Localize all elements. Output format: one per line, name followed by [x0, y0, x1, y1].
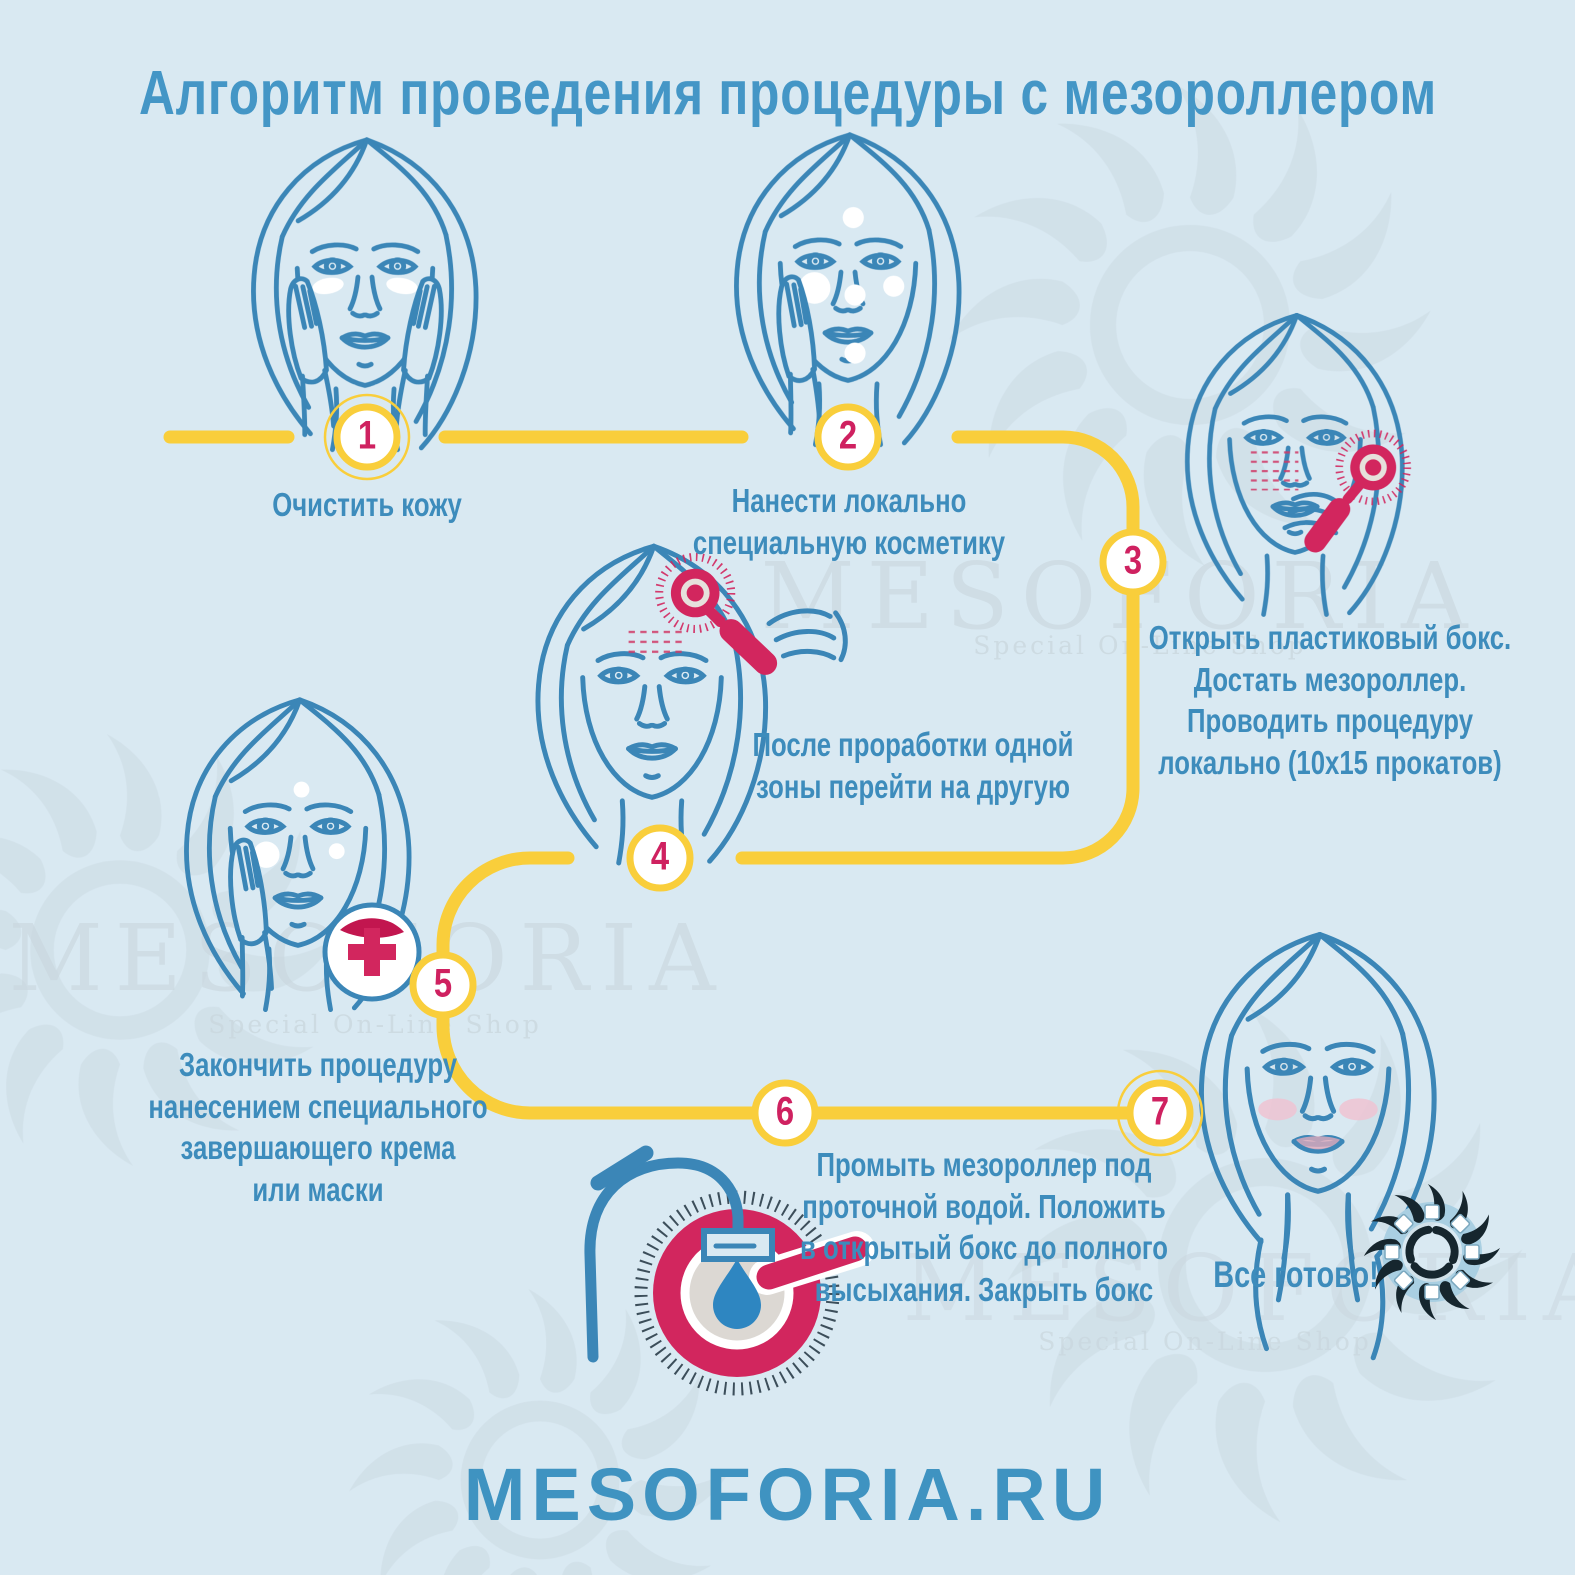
step-number-3: 3: [1123, 538, 1143, 583]
step-5-illustration-final-cream: [186, 700, 419, 1010]
node-6: [751, 1079, 819, 1147]
water-drop-icon: [713, 1259, 761, 1329]
site-url-link[interactable]: MESOFORIA.RU: [463, 1453, 1112, 1536]
node-5: [409, 951, 477, 1019]
mesoroller-icon: [1304, 433, 1407, 553]
mesoroller-icon: [659, 557, 778, 675]
cream-plus-badge-icon: [325, 905, 419, 999]
step-number-4: 4: [650, 834, 670, 879]
step-label-6: Промыть мезороллер под проточной водой. …: [799, 1146, 1169, 1308]
step-label-4: После проработки одной зоны перейти на д…: [752, 726, 1074, 805]
node-1: [333, 403, 401, 471]
route-nodes: [323, 393, 1204, 1157]
step-3-illustration-roller-cheek: [1187, 315, 1407, 614]
step-label-3: Открыть пластиковый бокс. Достать мезоро…: [1148, 619, 1512, 781]
node-2: [814, 403, 882, 471]
needle-grid-cheek: [1250, 444, 1299, 491]
step-label-2: Нанести локально специальную косметику: [692, 482, 1006, 561]
step-number-7: 7: [1150, 1089, 1170, 1134]
step-6-illustration-rinse: [584, 1145, 875, 1396]
step-number-1: 1: [357, 413, 377, 458]
roller-disc-icon: [634, 1190, 875, 1396]
step-7-illustration-done: [1201, 935, 1500, 1361]
step-label-7: Все готово!: [1213, 1254, 1379, 1295]
step-2-illustration-apply-cosmetics: [736, 135, 959, 445]
node-4: [626, 824, 694, 892]
needle-grid-forehead: [626, 624, 685, 656]
mesoforia-flower-logo-icon: [1364, 1184, 1500, 1320]
node-3: [1099, 528, 1167, 596]
step-4-illustration-roller-forehead: [538, 546, 848, 863]
watermark-tagline-2b: Special On-Line Shop: [208, 1010, 542, 1039]
watermark-tagline-3: Special On-Line Shop: [1038, 1327, 1372, 1356]
step-number-2: 2: [838, 413, 858, 458]
step-number-6: 6: [775, 1089, 795, 1134]
step-1-illustration-cleanse-face: [253, 140, 476, 450]
node-ring-1: [323, 393, 411, 481]
page-title: Алгоритм проведения процедуры с мезоролл…: [138, 59, 1437, 128]
faucet-icon: [584, 1145, 775, 1363]
node-ring-7: [1116, 1069, 1204, 1157]
step-label-1: Очистить кожу: [272, 486, 462, 523]
step-label-5: Закончить процедуру нанесением специальн…: [148, 1046, 488, 1208]
node-7: [1126, 1079, 1194, 1147]
step-number-5: 5: [433, 961, 453, 1006]
